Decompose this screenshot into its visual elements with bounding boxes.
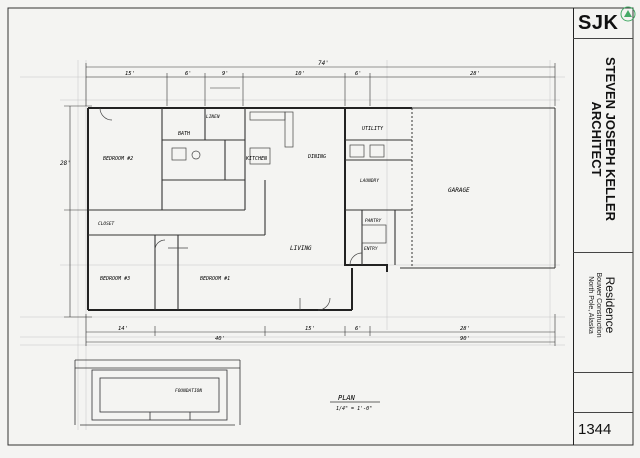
- tb-divider: [573, 372, 633, 373]
- dim-left: 28': [60, 160, 71, 167]
- room-label-entry: ENTRY: [364, 246, 378, 252]
- architect-title: ARCHITECT: [589, 101, 604, 177]
- title-block: [573, 8, 634, 445]
- dim-bottom-3: 6': [355, 326, 362, 332]
- room-label-bedroom-main: BEDROOM #1: [200, 276, 230, 282]
- tb-divider: [573, 412, 633, 413]
- exterior-walls: [87, 107, 412, 311]
- dim-top-6: 28': [470, 71, 480, 77]
- interior-walls: [88, 108, 412, 310]
- foundation-label: FOUNDATION: [175, 388, 202, 394]
- room-label-bedroom3: BEDROOM #3: [100, 276, 130, 282]
- bottom-dimensions: [85, 314, 556, 346]
- plan-scale: 1/4" = 1'-0": [336, 406, 372, 412]
- room-label-living: LIVING: [290, 245, 312, 252]
- room-label-linen: LINEN: [206, 114, 220, 120]
- dim-top-5: 6': [355, 71, 362, 77]
- foundation-detail: [74, 359, 241, 426]
- dim-top-1: 15': [125, 71, 135, 77]
- tb-divider: [573, 38, 633, 39]
- dim-bottom-4: 28': [460, 326, 470, 332]
- room-label-dining: DINING: [307, 154, 326, 160]
- dim-overall-top: 74': [318, 60, 329, 67]
- room-label-pantry: PANTRY: [365, 218, 382, 224]
- project-location: North Pole, Alaska: [587, 276, 594, 334]
- tb-divider: [573, 252, 633, 253]
- project-title: Residence: [603, 276, 617, 334]
- sheet-number: 1344: [578, 421, 612, 438]
- dim-bottom-left: 40': [215, 336, 225, 342]
- architect-block: STEVEN JOSEPH KELLER ARCHITECT: [585, 40, 633, 250]
- dim-bottom-1: 14': [118, 326, 128, 332]
- room-label-bath: BATH: [178, 131, 191, 137]
- room-label-garage: GARAGE: [448, 187, 470, 194]
- seal-icon: [620, 6, 636, 22]
- room-label-laundry: LAUNDRY: [360, 178, 379, 184]
- dim-top-4: 10': [295, 71, 305, 77]
- sheet-border: [7, 7, 634, 446]
- dim-overall-bottom: 90': [460, 336, 470, 342]
- dim-top-3: 9': [222, 71, 229, 77]
- firm-logo: SJK: [578, 12, 619, 34]
- dim-top-2: 6': [185, 71, 192, 77]
- plan-title: PLAN: [338, 394, 356, 402]
- room-label-utility: UTILITY: [362, 126, 384, 132]
- room-label-bedroom2: BEDROOM #2: [103, 156, 133, 162]
- dim-bottom-2: 15': [305, 326, 315, 332]
- project-block: Residence Bouwer Construction North Pole…: [585, 255, 633, 365]
- fixtures: [99, 107, 387, 311]
- room-label-closet: CLOSET: [98, 221, 115, 227]
- top-dimensions: [85, 63, 556, 106]
- garage-walls: [400, 107, 556, 269]
- room-label-kitchen: KITCHEN: [245, 156, 268, 162]
